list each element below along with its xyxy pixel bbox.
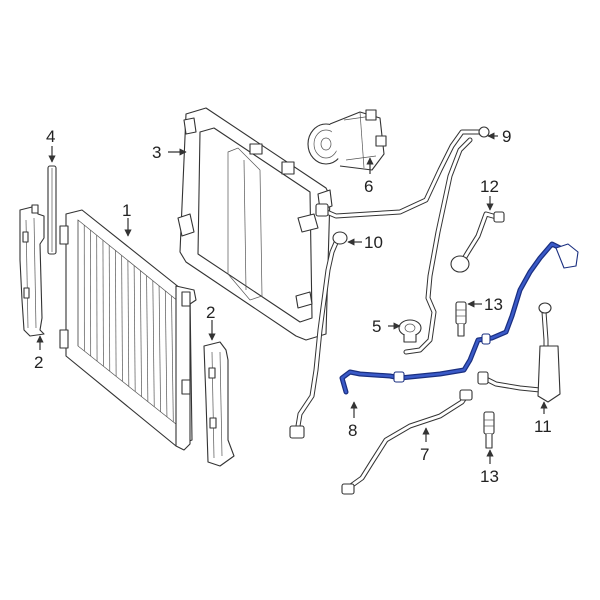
condenser-fin	[108, 245, 111, 372]
callout-numbers: 1 2 2 3 4 5 6 7 8 9 10 11 12 13 13	[34, 127, 552, 486]
part-7-lower-hose	[341, 389, 473, 495]
callout-7: 7	[420, 445, 429, 464]
callout-2-left: 2	[34, 353, 43, 372]
callout-2-right: 2	[206, 303, 215, 322]
part-13-upper-temperature-sensor	[455, 301, 467, 337]
part-1-condenser	[59, 209, 197, 451]
part-5-pressure-sensor	[398, 319, 422, 343]
part-12-suction-hose-segment	[450, 211, 505, 273]
part-2-left-side-bracket	[19, 204, 45, 337]
part-13-lower-temperature-sensor	[483, 411, 495, 449]
condenser-fin	[152, 280, 155, 407]
callout-1: 1	[122, 201, 131, 220]
condenser-fin	[133, 265, 136, 392]
condenser-fin	[171, 295, 174, 422]
condenser-fin	[158, 285, 161, 412]
part-8-highlighted-ac-hose	[339, 241, 579, 395]
callout-9: 9	[502, 127, 511, 146]
part-11-accumulator-line	[477, 302, 561, 403]
callout-11: 11	[534, 417, 552, 436]
part-9-upper-pressure-line	[315, 126, 490, 355]
callout-5: 5	[372, 317, 381, 336]
part-4-seal-strip	[47, 165, 57, 255]
callout-12: 12	[480, 177, 499, 196]
condenser-fin	[115, 250, 117, 377]
condenser-fin	[164, 290, 168, 417]
callout-8: 8	[348, 421, 357, 440]
leader-lines	[36, 132, 548, 464]
callout-10: 10	[364, 233, 383, 252]
condenser-fin	[127, 260, 130, 387]
part-3-radiator-support-frame	[177, 107, 333, 341]
callout-3: 3	[152, 143, 161, 162]
part-10-liquid-line	[289, 231, 348, 439]
callout-13-lower: 13	[480, 467, 499, 486]
condenser-fin	[121, 255, 123, 382]
part-6-ac-compressor	[307, 109, 387, 171]
condenser-fin	[146, 275, 149, 402]
callout-13-upper: 13	[484, 295, 503, 314]
callout-6: 6	[364, 177, 373, 196]
callout-4: 4	[46, 127, 55, 146]
part-2-right-side-bracket	[203, 341, 235, 467]
condenser-fin	[140, 270, 142, 397]
